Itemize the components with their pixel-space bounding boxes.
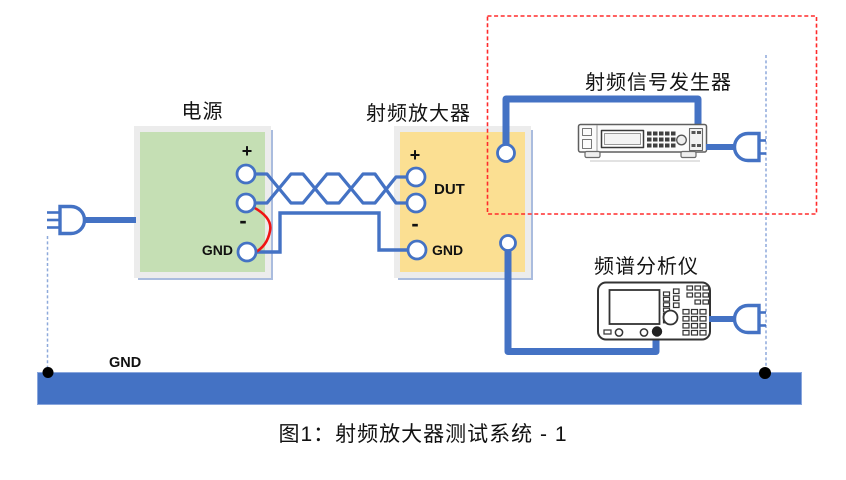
generator-keypad bbox=[647, 131, 676, 148]
spectrum-analyzer-label: 频谱分析仪 bbox=[594, 256, 699, 278]
spectrum-analyzer-illustration bbox=[597, 281, 711, 341]
amp-dut-label: DUT bbox=[434, 181, 465, 198]
generator-knob bbox=[676, 134, 687, 146]
plug-body bbox=[732, 131, 761, 163]
generator-foot bbox=[680, 150, 697, 159]
ground-wire bbox=[256, 211, 408, 254]
power-supply-label: 电源 bbox=[181, 101, 224, 123]
power-plug-icon-analyzer bbox=[709, 303, 766, 335]
amp-minus-label: - bbox=[411, 211, 419, 236]
rf-input-cable bbox=[502, 95, 702, 152]
figure-caption: 图1：射频放大器测试系统 - 1 bbox=[278, 423, 568, 446]
power-plug-icon-left bbox=[47, 204, 136, 236]
power-plug-icon-generator bbox=[706, 131, 766, 163]
power-plus-label: + bbox=[241, 141, 253, 161]
rf-amplifier-label: 射频放大器 bbox=[366, 103, 471, 125]
analyzer-knob bbox=[662, 309, 679, 326]
signal-generator-label: 射频信号发生器 bbox=[585, 72, 732, 94]
plug-body bbox=[58, 204, 87, 236]
twisted-pair-wire bbox=[253, 172, 409, 205]
ground-bus-label: GND bbox=[109, 355, 142, 371]
plug-prongs bbox=[47, 211, 60, 229]
plug-body bbox=[732, 303, 761, 335]
ground-bus-bar bbox=[37, 372, 802, 405]
power-minus-label: - bbox=[239, 208, 247, 233]
generator-foot bbox=[584, 150, 601, 159]
power-gnd-label: GND bbox=[201, 242, 233, 258]
analyzer-softkeys bbox=[662, 285, 710, 336]
signal-generator-illustration bbox=[577, 123, 708, 162]
analyzer-rf-input-connector bbox=[651, 326, 663, 337]
amp-gnd-label: GND bbox=[432, 242, 464, 258]
amp-plus-label: + bbox=[409, 145, 421, 165]
highlight-dashed-box bbox=[486, 15, 818, 215]
